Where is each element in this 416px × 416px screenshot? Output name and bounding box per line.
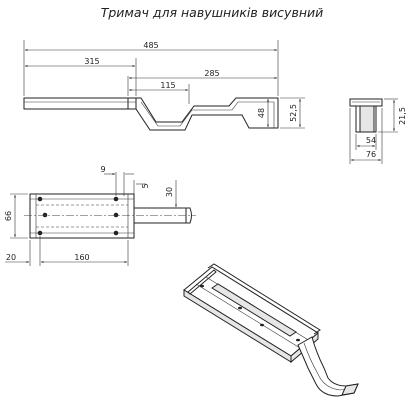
mount-hole <box>37 230 43 236</box>
dim-edge-offset: 20 <box>6 253 16 262</box>
mount-hole <box>113 212 119 218</box>
mount-hole <box>113 196 119 202</box>
dim-hole-spacing: 160 <box>74 253 89 262</box>
dim-channel-length: 285 <box>204 69 219 78</box>
side-view-stem <box>23 97 137 110</box>
end-view: 21,5 54 76 <box>349 98 407 164</box>
dim-end-outer-width: 76 <box>366 150 376 159</box>
mount-hole <box>42 212 48 218</box>
dim-slot-width: 9 <box>100 165 105 174</box>
isometric-view <box>183 263 359 397</box>
dim-end-inner-width: 54 <box>366 136 376 145</box>
iso-hole <box>260 323 264 327</box>
iso-hole <box>296 338 300 342</box>
side-view: 485 315 285 115 48 52,5 <box>23 40 305 131</box>
dim-height: 52,5 <box>289 104 298 122</box>
dim-stem-length: 315 <box>84 57 99 66</box>
drawing-title: Тримач для навушників висувний <box>101 5 324 20</box>
top-view: 9 5 30 66 20 160 <box>4 165 196 266</box>
dim-total-length: 485 <box>143 41 158 50</box>
mount-hole <box>113 230 119 236</box>
dim-drop: 48 <box>257 108 266 118</box>
dim-end-height: 21,5 <box>398 107 407 125</box>
mount-hole <box>37 196 43 202</box>
iso-hole <box>200 284 204 288</box>
dim-body-width: 66 <box>4 211 13 221</box>
dim-offset: 115 <box>160 81 175 90</box>
side-view-channel <box>127 97 279 131</box>
dim-slot-offset: 5 <box>141 183 150 188</box>
dim-stem-width: 30 <box>165 187 174 197</box>
iso-hole <box>238 306 242 310</box>
